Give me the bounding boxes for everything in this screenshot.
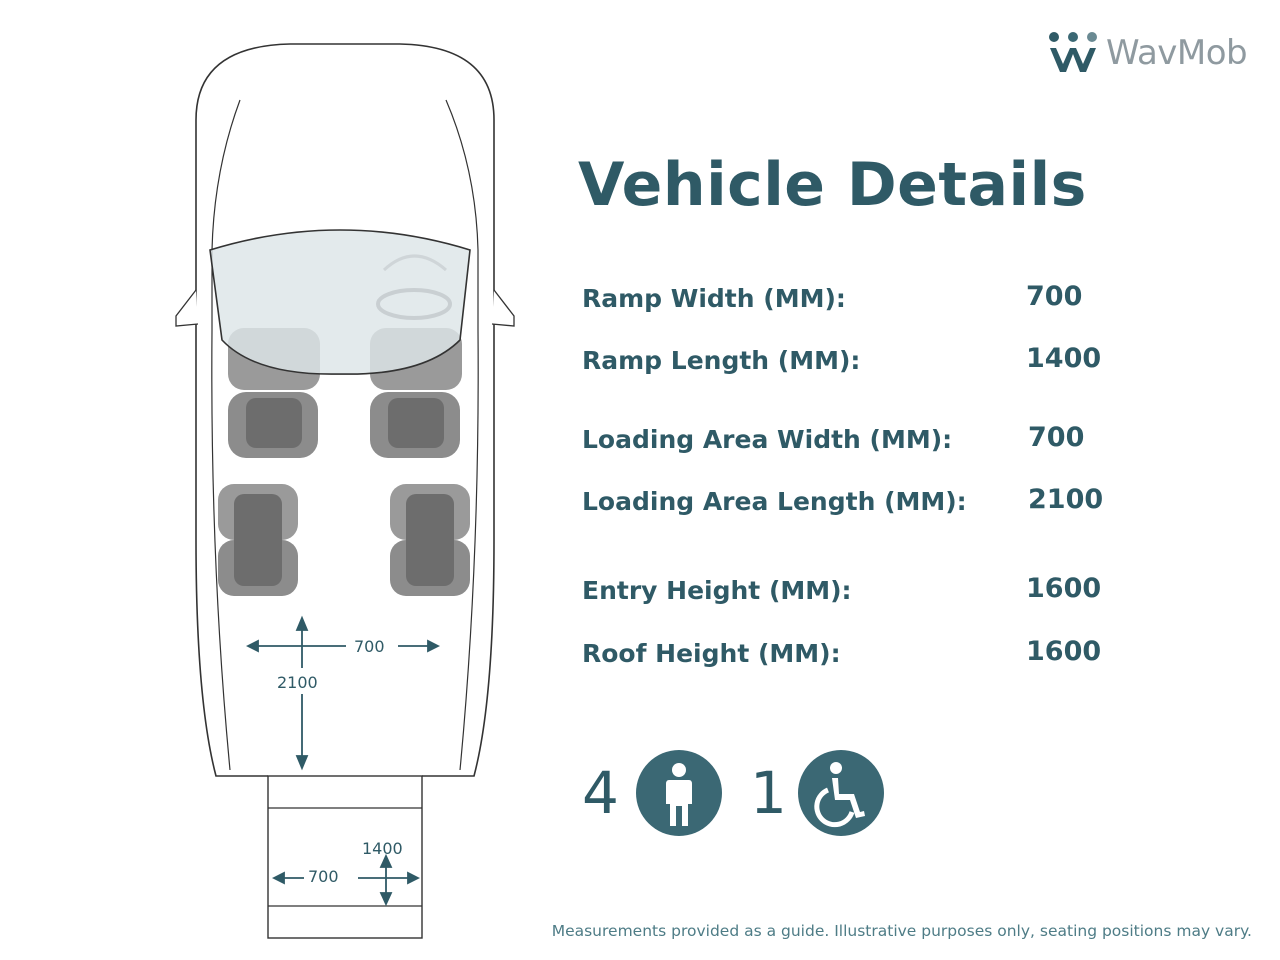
spec-label-ramp-width: Ramp Width (MM): bbox=[582, 284, 846, 313]
spec-label-ramp-length: Ramp Length (MM): bbox=[582, 346, 861, 375]
spec-value-ramp-length: 1400 bbox=[1026, 343, 1102, 374]
ramp-width-label: 700 bbox=[308, 867, 339, 886]
wavmob-logo-icon bbox=[1049, 32, 1097, 72]
right-mirror bbox=[491, 289, 515, 327]
spec-value-ramp-width: 700 bbox=[1026, 281, 1083, 312]
disclaimer-text: Measurements provided as a guide. Illust… bbox=[551, 922, 1252, 940]
seated-count: 4 bbox=[582, 759, 619, 827]
spec-label-loading-width: Loading Area Width (MM): bbox=[582, 425, 953, 454]
wheelchair-icon bbox=[798, 750, 884, 836]
spec-label-loading-length: Loading Area Length (MM): bbox=[582, 487, 967, 516]
spec-value-entry-height: 1600 bbox=[1026, 573, 1102, 604]
spec-value-roof-height: 1600 bbox=[1026, 636, 1102, 667]
ramp-length-label: 1400 bbox=[362, 839, 403, 858]
loading-area-dimensions bbox=[245, 615, 441, 771]
ramp-dimensions bbox=[271, 853, 421, 907]
loading-length-label: 2100 bbox=[277, 673, 318, 692]
spec-label-entry-height: Entry Height (MM): bbox=[582, 576, 852, 605]
person-icon bbox=[636, 750, 722, 836]
brand-logo: WavMob bbox=[1046, 28, 1248, 78]
steering-wheel bbox=[376, 288, 452, 320]
ramp bbox=[267, 775, 423, 939]
page-title: Vehicle Details bbox=[578, 150, 1087, 220]
windshield bbox=[209, 229, 471, 375]
loading-width-label: 700 bbox=[354, 637, 385, 656]
rear-right-seat bbox=[390, 484, 470, 596]
vehicle-floorplan-diagram: 700 2100 1400 700 bbox=[175, 43, 515, 939]
brand-name: WavMob bbox=[1106, 33, 1248, 73]
rear-left-seat bbox=[218, 484, 298, 596]
spec-value-loading-length: 2100 bbox=[1028, 484, 1104, 515]
spec-value-loading-width: 700 bbox=[1028, 422, 1085, 453]
left-mirror bbox=[175, 289, 199, 327]
spec-label-roof-height: Roof Height (MM): bbox=[582, 639, 841, 668]
occupancy-summary: 4 1 bbox=[582, 748, 902, 838]
wheelchair-count: 1 bbox=[750, 759, 787, 827]
